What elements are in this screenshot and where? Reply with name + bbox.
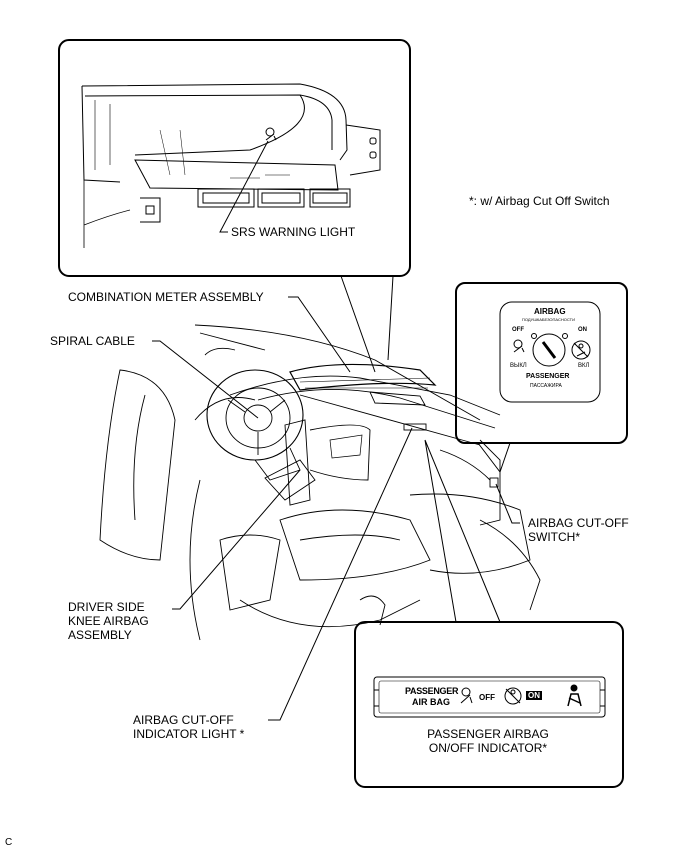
airbag-cutoff-switch-label: AIRBAG CUT-OFF SWITCH* bbox=[528, 516, 629, 544]
indicator-airbag-label: AIR BAG bbox=[412, 697, 450, 707]
driver-knee-airbag-label: DRIVER SIDE KNEE AIRBAG ASSEMBLY bbox=[68, 600, 149, 642]
srs-warning-icon bbox=[265, 127, 277, 141]
spiral-cable-label: SPIRAL CABLE bbox=[50, 334, 135, 348]
airbag-off-icon bbox=[460, 687, 473, 704]
switch-on-label: ON bbox=[578, 327, 587, 333]
seatbelt-icon bbox=[567, 684, 582, 707]
indicator-passenger-label: PASSENGER bbox=[405, 686, 459, 696]
passenger-onoff-indicator-label: PASSENGER AIRBAG ON/OFF INDICATOR* bbox=[427, 727, 549, 755]
seat-person-icon bbox=[504, 687, 522, 705]
srs-warning-light-label: SRS WARNING LIGHT bbox=[231, 225, 356, 239]
corner-mark: C bbox=[5, 837, 13, 848]
airbag-cutoff-indicator-label: AIRBAG CUT-OFF INDICATOR LIGHT * bbox=[133, 713, 245, 741]
srs-leader-line bbox=[219, 140, 269, 233]
switch-on-ru-label: ВКЛ bbox=[578, 363, 590, 369]
indicator-on-label: ON bbox=[526, 691, 542, 700]
combination-meter-label: COMBINATION METER ASSEMBLY bbox=[68, 290, 264, 304]
switch-off-label: OFF bbox=[512, 327, 524, 333]
switch-inset bbox=[455, 282, 628, 444]
indicator-inset bbox=[354, 621, 624, 788]
seat-person-icon bbox=[571, 340, 591, 360]
footnote: *: w/ Airbag Cut Off Switch bbox=[469, 194, 610, 208]
switch-passenger-ru-label: ПАССАЖИРА bbox=[530, 383, 562, 389]
switch-title: AIRBAG bbox=[534, 307, 566, 316]
indicator-off-label: OFF bbox=[479, 693, 495, 702]
switch-subtitle: ПОДУШКАБЕЗОПАСНОСТИ bbox=[522, 317, 575, 322]
switch-passenger-label: PASSENGER bbox=[526, 373, 570, 380]
leader-lines bbox=[152, 275, 520, 721]
switch-off-ru-label: ВЫКЛ bbox=[510, 363, 527, 369]
airbag-off-icon bbox=[513, 339, 525, 353]
meter-inset bbox=[58, 39, 411, 277]
